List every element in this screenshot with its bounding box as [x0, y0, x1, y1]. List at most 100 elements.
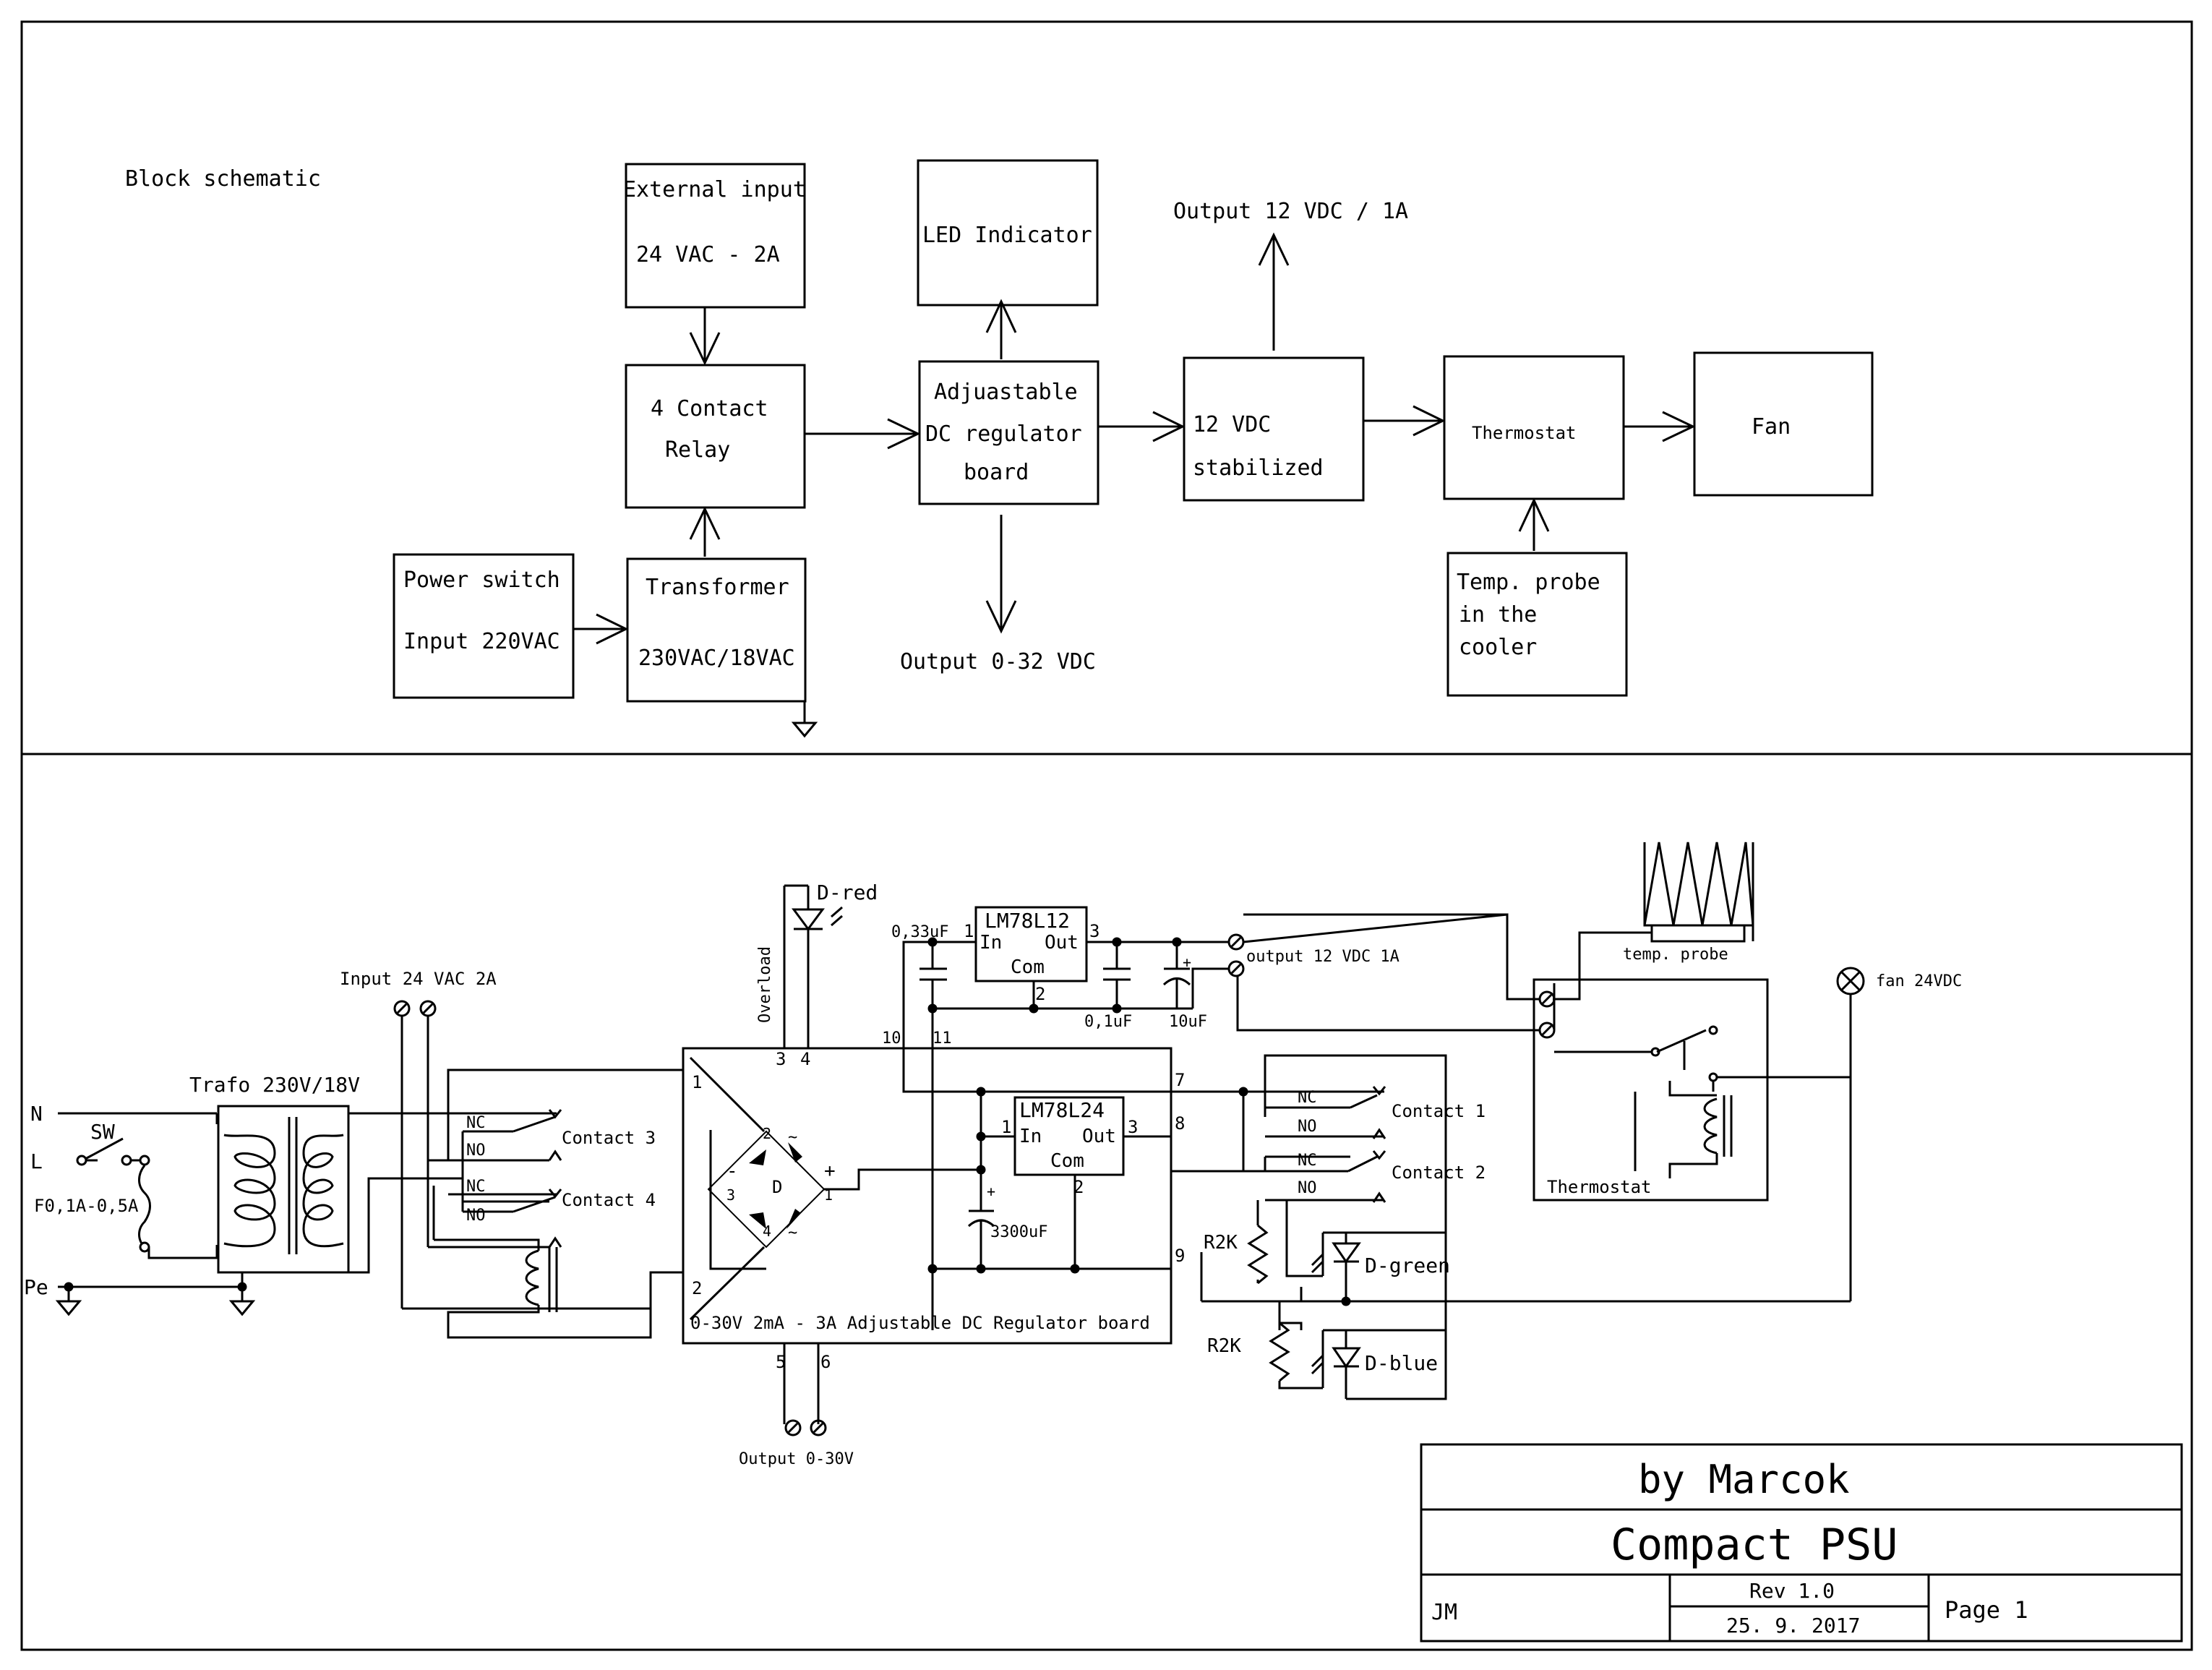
- lm24-label: LM78L24: [1019, 1098, 1105, 1122]
- switch-label: SW: [90, 1120, 115, 1144]
- transformer-symbol: [217, 1105, 448, 1274]
- trafo-label: Trafo 230V/18V: [189, 1073, 360, 1097]
- input-24vac-label: Input 24 VAC 2A: [340, 969, 497, 989]
- probe-label-1: Temp. probe: [1457, 570, 1600, 595]
- pin-9: 9: [1175, 1246, 1185, 1266]
- bridge-plus: +: [824, 1160, 836, 1182]
- lm24-in-label: In: [1019, 1126, 1042, 1147]
- lm12-pin-2: 2: [1035, 984, 1045, 1004]
- temp-probe-heatsink: [1643, 842, 1754, 943]
- lm12-label: LM78L12: [985, 909, 1070, 933]
- dred-label: D-red: [817, 881, 878, 904]
- lm24-pin-1: 1: [1001, 1117, 1011, 1137]
- stab-label-1: 12 VDC: [1193, 412, 1271, 437]
- c3-no-label: NO: [466, 1142, 486, 1160]
- adj-label-1: Adjuastable: [934, 380, 1078, 405]
- title-page: Page 1: [1945, 1596, 2028, 1624]
- lm24-pin-3: 3: [1128, 1117, 1138, 1137]
- cap3300-label: 3300uF: [990, 1223, 1047, 1241]
- probe-label-3: cooler: [1459, 635, 1537, 660]
- bridge-pin-2: 2: [763, 1125, 771, 1142]
- contact2-label: Contact 2: [1392, 1162, 1486, 1183]
- thermostat-unit: [1532, 978, 1769, 1202]
- mains-input-wiring: [55, 1112, 256, 1316]
- relay-box: [625, 364, 806, 509]
- dgreen-label: D-green: [1365, 1254, 1450, 1277]
- lm78l12-chip: [974, 906, 1088, 982]
- output12-label: output 12 VDC 1A: [1246, 948, 1399, 966]
- temp-probe-box: [1446, 552, 1628, 697]
- cap033-label: 0,33uF: [891, 923, 948, 941]
- block-arrows: [573, 232, 1696, 738]
- contact3-label: Contact 3: [562, 1128, 656, 1148]
- trafo-block-label-2: 230VAC/18VAC: [638, 646, 795, 671]
- pin-4: 4: [800, 1049, 810, 1069]
- pin-5: 5: [776, 1352, 786, 1372]
- cap01-label: 0,1uF: [1084, 1013, 1132, 1031]
- c2-nc-label: NC: [1298, 1152, 1317, 1170]
- power-switch-label-2: Input 220VAC: [403, 629, 560, 654]
- adj-label-3: board: [964, 460, 1029, 485]
- thermostat-internals: [1538, 931, 1865, 1301]
- sheet-border: [20, 20, 2193, 1651]
- relay-and-input: [393, 1000, 683, 1339]
- board-label: 0-30V 2mA - 3A Adjustable DC Regulator b…: [690, 1313, 1150, 1333]
- bridge-label: D: [772, 1177, 782, 1197]
- stab-label-2: stabilized: [1193, 455, 1324, 481]
- lm12-pin-1: 1: [964, 921, 974, 941]
- lm12-com-label: Com: [1011, 956, 1045, 978]
- bridge-pin-1: 1: [824, 1186, 833, 1204]
- output-0-32-label: Output 0-32 VDC: [900, 649, 1096, 675]
- power-switch-box: [393, 553, 575, 699]
- lm12-in-label: In: [979, 932, 1002, 954]
- temp-probe-label: temp. probe: [1623, 946, 1728, 964]
- lm24-pin-2: 2: [1073, 1177, 1084, 1197]
- pin-10: 10: [882, 1029, 901, 1048]
- thermostat-block-label: Thermostat: [1472, 423, 1577, 443]
- bridge-pin-3: 3: [726, 1186, 735, 1204]
- neutral-label: N: [30, 1102, 43, 1126]
- fan-box: [1693, 351, 1874, 497]
- dblue-label: D-blue: [1365, 1351, 1438, 1375]
- cap10-label: 10uF: [1169, 1013, 1207, 1031]
- status-leds: [1200, 1224, 1851, 1400]
- adj-regulator-box: [918, 360, 1099, 505]
- r2k-bottom-label: R2K: [1207, 1335, 1241, 1357]
- lm24-out-label: Out: [1082, 1126, 1116, 1147]
- pin-7: 7: [1175, 1070, 1185, 1090]
- title-date: 25. 9. 2017: [1726, 1614, 1860, 1637]
- probe-label-2: in the: [1459, 602, 1537, 628]
- r2k-top-label: R2K: [1204, 1232, 1238, 1254]
- c4-nc-label: NC: [466, 1178, 486, 1196]
- bridge-ac-2: ~: [788, 1224, 797, 1242]
- title-initials: JM: [1431, 1600, 1457, 1625]
- relay-label-1: 4 Contact: [651, 396, 768, 421]
- led-red: [792, 886, 843, 954]
- pin-2: 2: [692, 1278, 702, 1298]
- adj-label-2: DC regulator: [925, 421, 1082, 447]
- contact1-label: Contact 1: [1392, 1101, 1486, 1121]
- overload-label: Overload: [756, 946, 774, 1023]
- transformer-box: [626, 557, 807, 703]
- lm24-com-label: Com: [1050, 1150, 1084, 1172]
- c1-nc-label: NC: [1298, 1089, 1317, 1107]
- ext-input-label-2: 24 VAC - 2A: [636, 242, 780, 267]
- earth-label: Pe: [24, 1275, 48, 1299]
- fan-label: fan 24VDC: [1876, 972, 1962, 990]
- title-rev: Rev 1.0: [1749, 1579, 1835, 1603]
- regulator-board: [682, 1047, 1173, 1345]
- pin-11: 11: [933, 1029, 952, 1048]
- ext-input-box: [625, 163, 806, 309]
- cap10-plus: +: [1183, 954, 1191, 971]
- contact4-label: Contact 4: [562, 1190, 656, 1210]
- output-12-label: Output 12 VDC / 1A: [1173, 199, 1408, 224]
- led-indicator-box: [917, 159, 1099, 307]
- bridge-minus: -: [726, 1160, 738, 1182]
- regulator-board-internals: [689, 884, 981, 1436]
- live-label: L: [30, 1149, 43, 1173]
- c4-no-label: NO: [466, 1207, 486, 1225]
- c1-no-label: NO: [1298, 1118, 1317, 1136]
- led-indicator-label: LED Indicator: [922, 223, 1092, 248]
- lm12-pin-3: 3: [1089, 921, 1099, 941]
